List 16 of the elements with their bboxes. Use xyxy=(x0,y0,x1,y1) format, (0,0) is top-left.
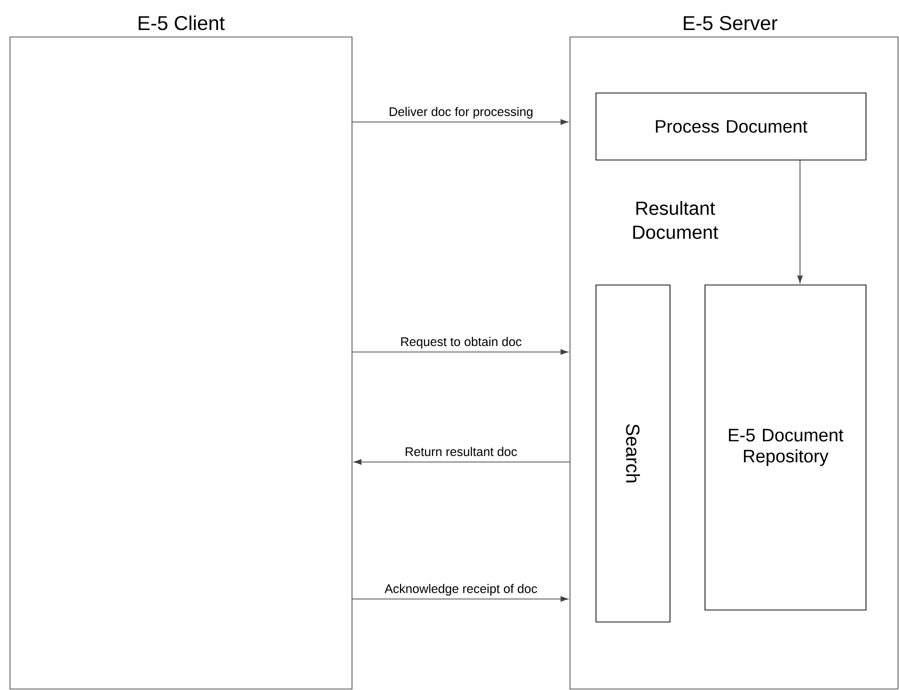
arrow xyxy=(797,160,803,284)
node-label: E-5 Server xyxy=(684,16,778,30)
text-label: Resultant Document xyxy=(633,201,718,239)
arrow xyxy=(352,349,568,355)
arrow xyxy=(354,459,570,465)
node-label: E-5 Client xyxy=(138,15,225,30)
client-panel: E-5 Client xyxy=(10,16,352,690)
arrow xyxy=(352,596,568,602)
arrow xyxy=(352,119,568,125)
edge-label: Deliver doc for processing xyxy=(388,106,534,120)
process-box: Process Document xyxy=(596,92,866,160)
repository-box: E-5 Document Repository xyxy=(704,284,866,610)
search-box: Search xyxy=(596,284,670,622)
edge-label: Request to obtain doc xyxy=(399,336,523,350)
edge-label: Return resultant doc xyxy=(404,446,518,458)
edge-label: Acknowledge receipt of doc xyxy=(384,582,538,597)
